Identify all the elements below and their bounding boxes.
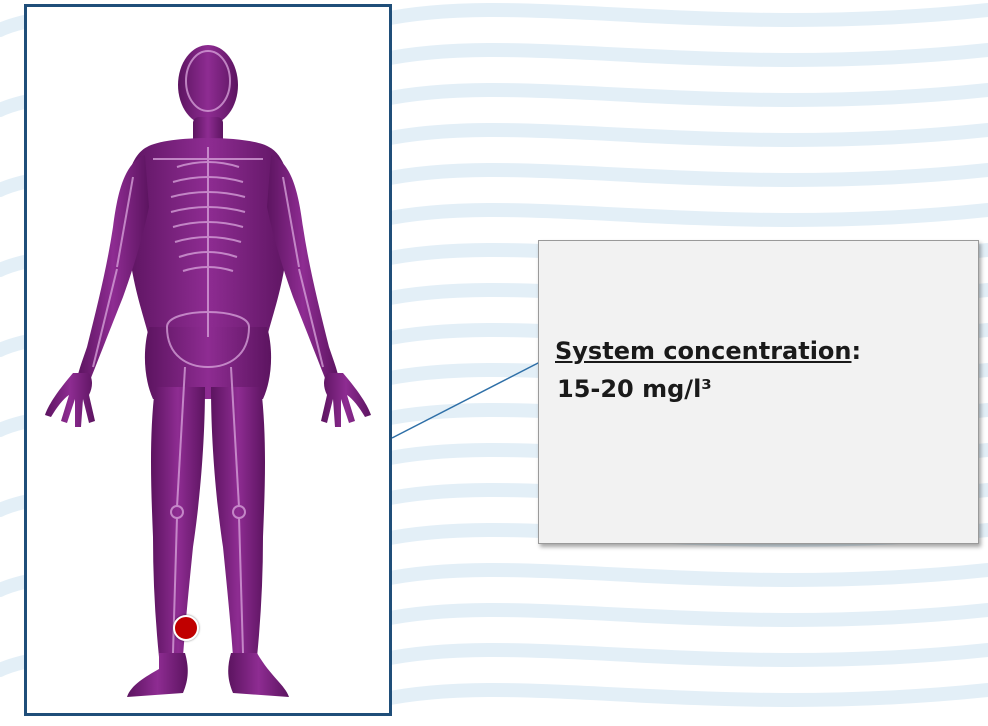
concentration-label-text: System concentration [555, 337, 852, 365]
human-skeleton-figure-icon [27, 7, 389, 713]
concentration-value: 15-20 mg/l³ [557, 375, 712, 403]
location-marker-dot[interactable] [173, 615, 199, 641]
body-figure-frame [24, 4, 392, 716]
concentration-label: System concentration: [555, 337, 861, 365]
concentration-callout-box: System concentration: 15-20 mg/l³ [538, 240, 979, 544]
concentration-label-colon: : [852, 337, 862, 365]
